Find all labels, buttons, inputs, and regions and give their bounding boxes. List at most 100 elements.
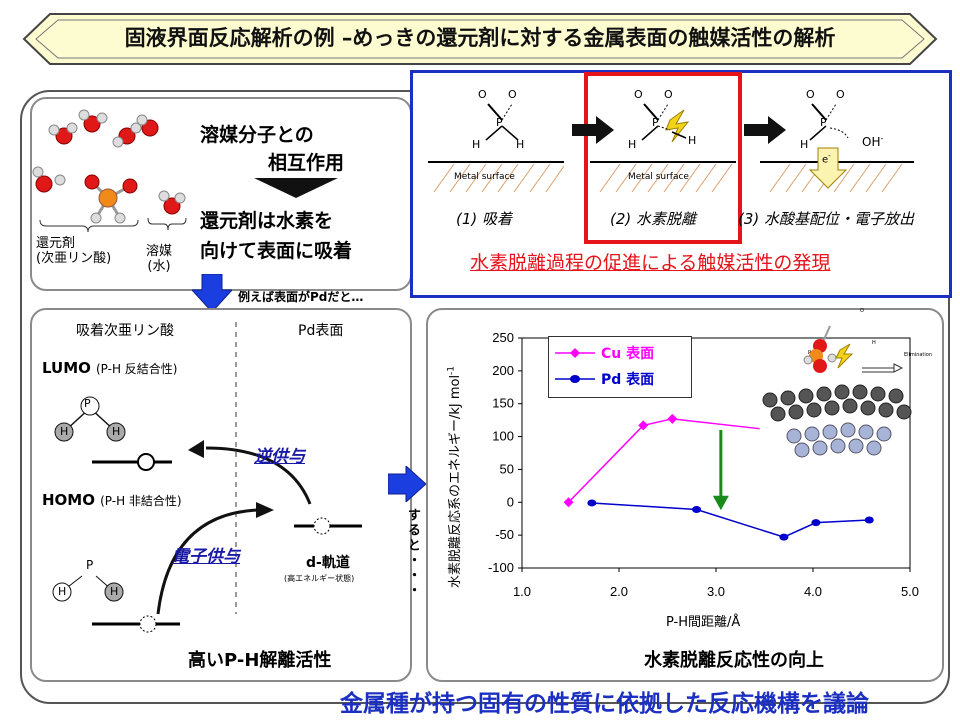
y-tick-label: -100 [488, 560, 514, 575]
solvent-text-3: 還元剤は水素を [200, 210, 334, 232]
step2-o-right: O [664, 88, 673, 101]
step1-o-right: O [508, 88, 517, 101]
series-line-1 [591, 502, 870, 538]
homo-h-right-label: H [110, 585, 119, 598]
molecule-illustration [32, 109, 187, 233]
x-tick-label: 2.0 [610, 584, 628, 599]
step1-h-left: H [472, 138, 481, 151]
step3-structure [760, 103, 914, 193]
legend-cu-label: Cu 表面 [601, 346, 655, 362]
inset-h-label: H [872, 340, 876, 346]
y-tick-label: 50 [500, 461, 514, 476]
y-tick-label: 250 [492, 330, 514, 345]
solvent-text-1: 溶媒分子との [200, 124, 314, 146]
hydroxide-label: OH- [862, 134, 883, 149]
pd-point [692, 506, 702, 514]
y-tick-label: 100 [492, 429, 514, 444]
step-arrow-2 [744, 116, 786, 144]
step2-o-left: O [634, 88, 643, 101]
x-tick-label: 5.0 [901, 584, 919, 599]
reductant-label-line2: (次亜リン酸) [36, 251, 112, 266]
lumo-label: LUMO (P-H 反結合性) [42, 358, 178, 377]
electron-text: e [822, 154, 829, 166]
homo-h-left-label: H [58, 585, 67, 598]
homo-p-label: P [86, 558, 94, 572]
lumo-p-label: P [84, 397, 91, 410]
donation-label: 電子供与 [172, 547, 240, 567]
green-arrow-head [712, 495, 729, 511]
chart-ylabel-wrap: 水素脱離反応系のエネルギー/kJ mol-1 [444, 332, 484, 622]
step1-o-left: O [478, 88, 487, 101]
lumo-text: LUMO [42, 359, 91, 377]
pd-point [779, 533, 789, 541]
electron-arrow-icon [808, 147, 848, 189]
hypophosphite-molecule [84, 174, 138, 224]
solvent-label: 溶媒 (水) [146, 244, 172, 274]
chart-xlabel: P-H間距離/Å [666, 615, 741, 630]
inset-elimination-label: Elimination [904, 352, 933, 358]
orbital-diagram [52, 322, 362, 633]
orbital-footer: 高いP-H解離活性 [188, 650, 332, 671]
step2-surface-label: Metal surface [628, 172, 689, 182]
plot-frame [521, 337, 911, 569]
pd-point [587, 499, 597, 507]
down-triangle-icon [254, 178, 338, 198]
step1-p-label: P [496, 116, 503, 129]
inset-p-label: P [808, 350, 812, 356]
chart-ylabel-text: 水素脱離反応系のエネルギー/kJ mol [448, 374, 463, 589]
lumo-desc: (P-H 反結合性) [95, 362, 178, 376]
orbital-col2-header: Pd表面 [298, 323, 344, 339]
reductant-label: 還元剤 (次亜リン酸) [36, 236, 111, 266]
y-tick-label: -50 [495, 527, 514, 542]
y-tick-label: 200 [492, 363, 514, 378]
step2-h-left: H [628, 138, 637, 151]
pd-point [864, 516, 874, 524]
solvent-text-4: 向けて表面に吸着 [200, 240, 353, 262]
solvent-label-line2: (水) [147, 259, 171, 274]
solvent-label-line1: 溶媒 [146, 244, 173, 259]
cu-tail [672, 418, 760, 430]
y-tick-label: 150 [492, 396, 514, 411]
d-orbital-desc: (高エネルギー状態) [284, 574, 355, 583]
legend-pd-label: Pd 表面 [601, 372, 655, 388]
step1-structure [428, 103, 565, 193]
step3-o-right: O [836, 88, 845, 101]
electron-label: e- [822, 152, 831, 165]
step3-h-label: H [800, 138, 809, 151]
highlight-step2-box [584, 72, 742, 244]
water-molecule-4 [136, 114, 159, 137]
homo-desc: (P-H 非結合性) [100, 494, 182, 508]
mechanism-caption: 水素脱離過程の促進による触媒活性の発現 [470, 252, 831, 274]
page-title: 固液界面反応解析の例 –めっきの還元剤に対する金属表面の触媒活性の解析 [124, 26, 836, 50]
cu-point [667, 413, 678, 424]
solvent-text-2: 相互作用 [268, 152, 345, 174]
example-note: 例えば表面がPdだと… [238, 290, 364, 304]
water-molecule-1 [48, 122, 78, 145]
lumo-h-right-label: H [112, 425, 121, 438]
step2-structure [590, 103, 736, 193]
hydroxide-charge: - [880, 134, 884, 143]
chart-ylabel-unit-exp: -1 [446, 365, 457, 375]
mechanism-diagram [428, 103, 914, 193]
inset-structure [762, 325, 912, 458]
back-donation-label: 逆供与 [254, 447, 305, 467]
inset-o-label: O [860, 308, 864, 314]
chart-ylabel: 水素脱離反応系のエネルギー/kJ mol-1 [444, 332, 463, 622]
water-molecule-2 [78, 109, 108, 133]
orbital-col1-header: 吸着次亜リン酸 [76, 323, 174, 339]
step1-h-right: H [516, 138, 525, 151]
x-tick-label: 1.0 [513, 584, 531, 599]
step-arrow-1 [572, 116, 614, 144]
step-3-label: (3) 水酸基配位・電子放出 [738, 210, 915, 228]
hydroxide-text: OH [862, 135, 881, 149]
step2-h-right: H [688, 134, 697, 147]
down-arrow-icon [192, 274, 232, 312]
step-2-label: (2) 水素脱離 [610, 210, 697, 228]
x-tick-label: 4.0 [804, 584, 822, 599]
step1-surface-label: Metal surface [454, 172, 515, 182]
chart-legend: Cu 表面 Pd 表面 [548, 336, 692, 398]
mechanism-box [410, 70, 952, 298]
step3-o-left: O [806, 88, 815, 101]
inset-lightning-icon [835, 343, 854, 369]
